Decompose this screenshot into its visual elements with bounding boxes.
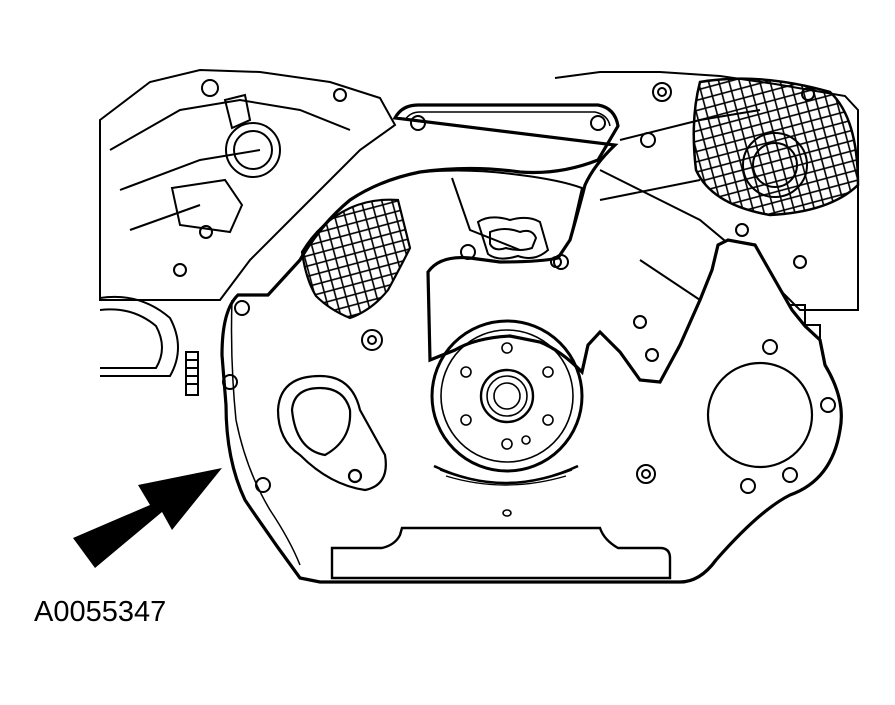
right-opening (706, 361, 814, 469)
figure-id-label: A0055347 (34, 596, 167, 628)
crankshaft-flange (430, 319, 584, 486)
upper-opening (421, 169, 584, 270)
right-mesh-cover (692, 77, 860, 217)
plate-bolt-holes (222, 115, 836, 494)
pointer-arrow (73, 468, 222, 568)
plate-mesh-strip (300, 198, 412, 320)
left-opening (276, 374, 387, 492)
